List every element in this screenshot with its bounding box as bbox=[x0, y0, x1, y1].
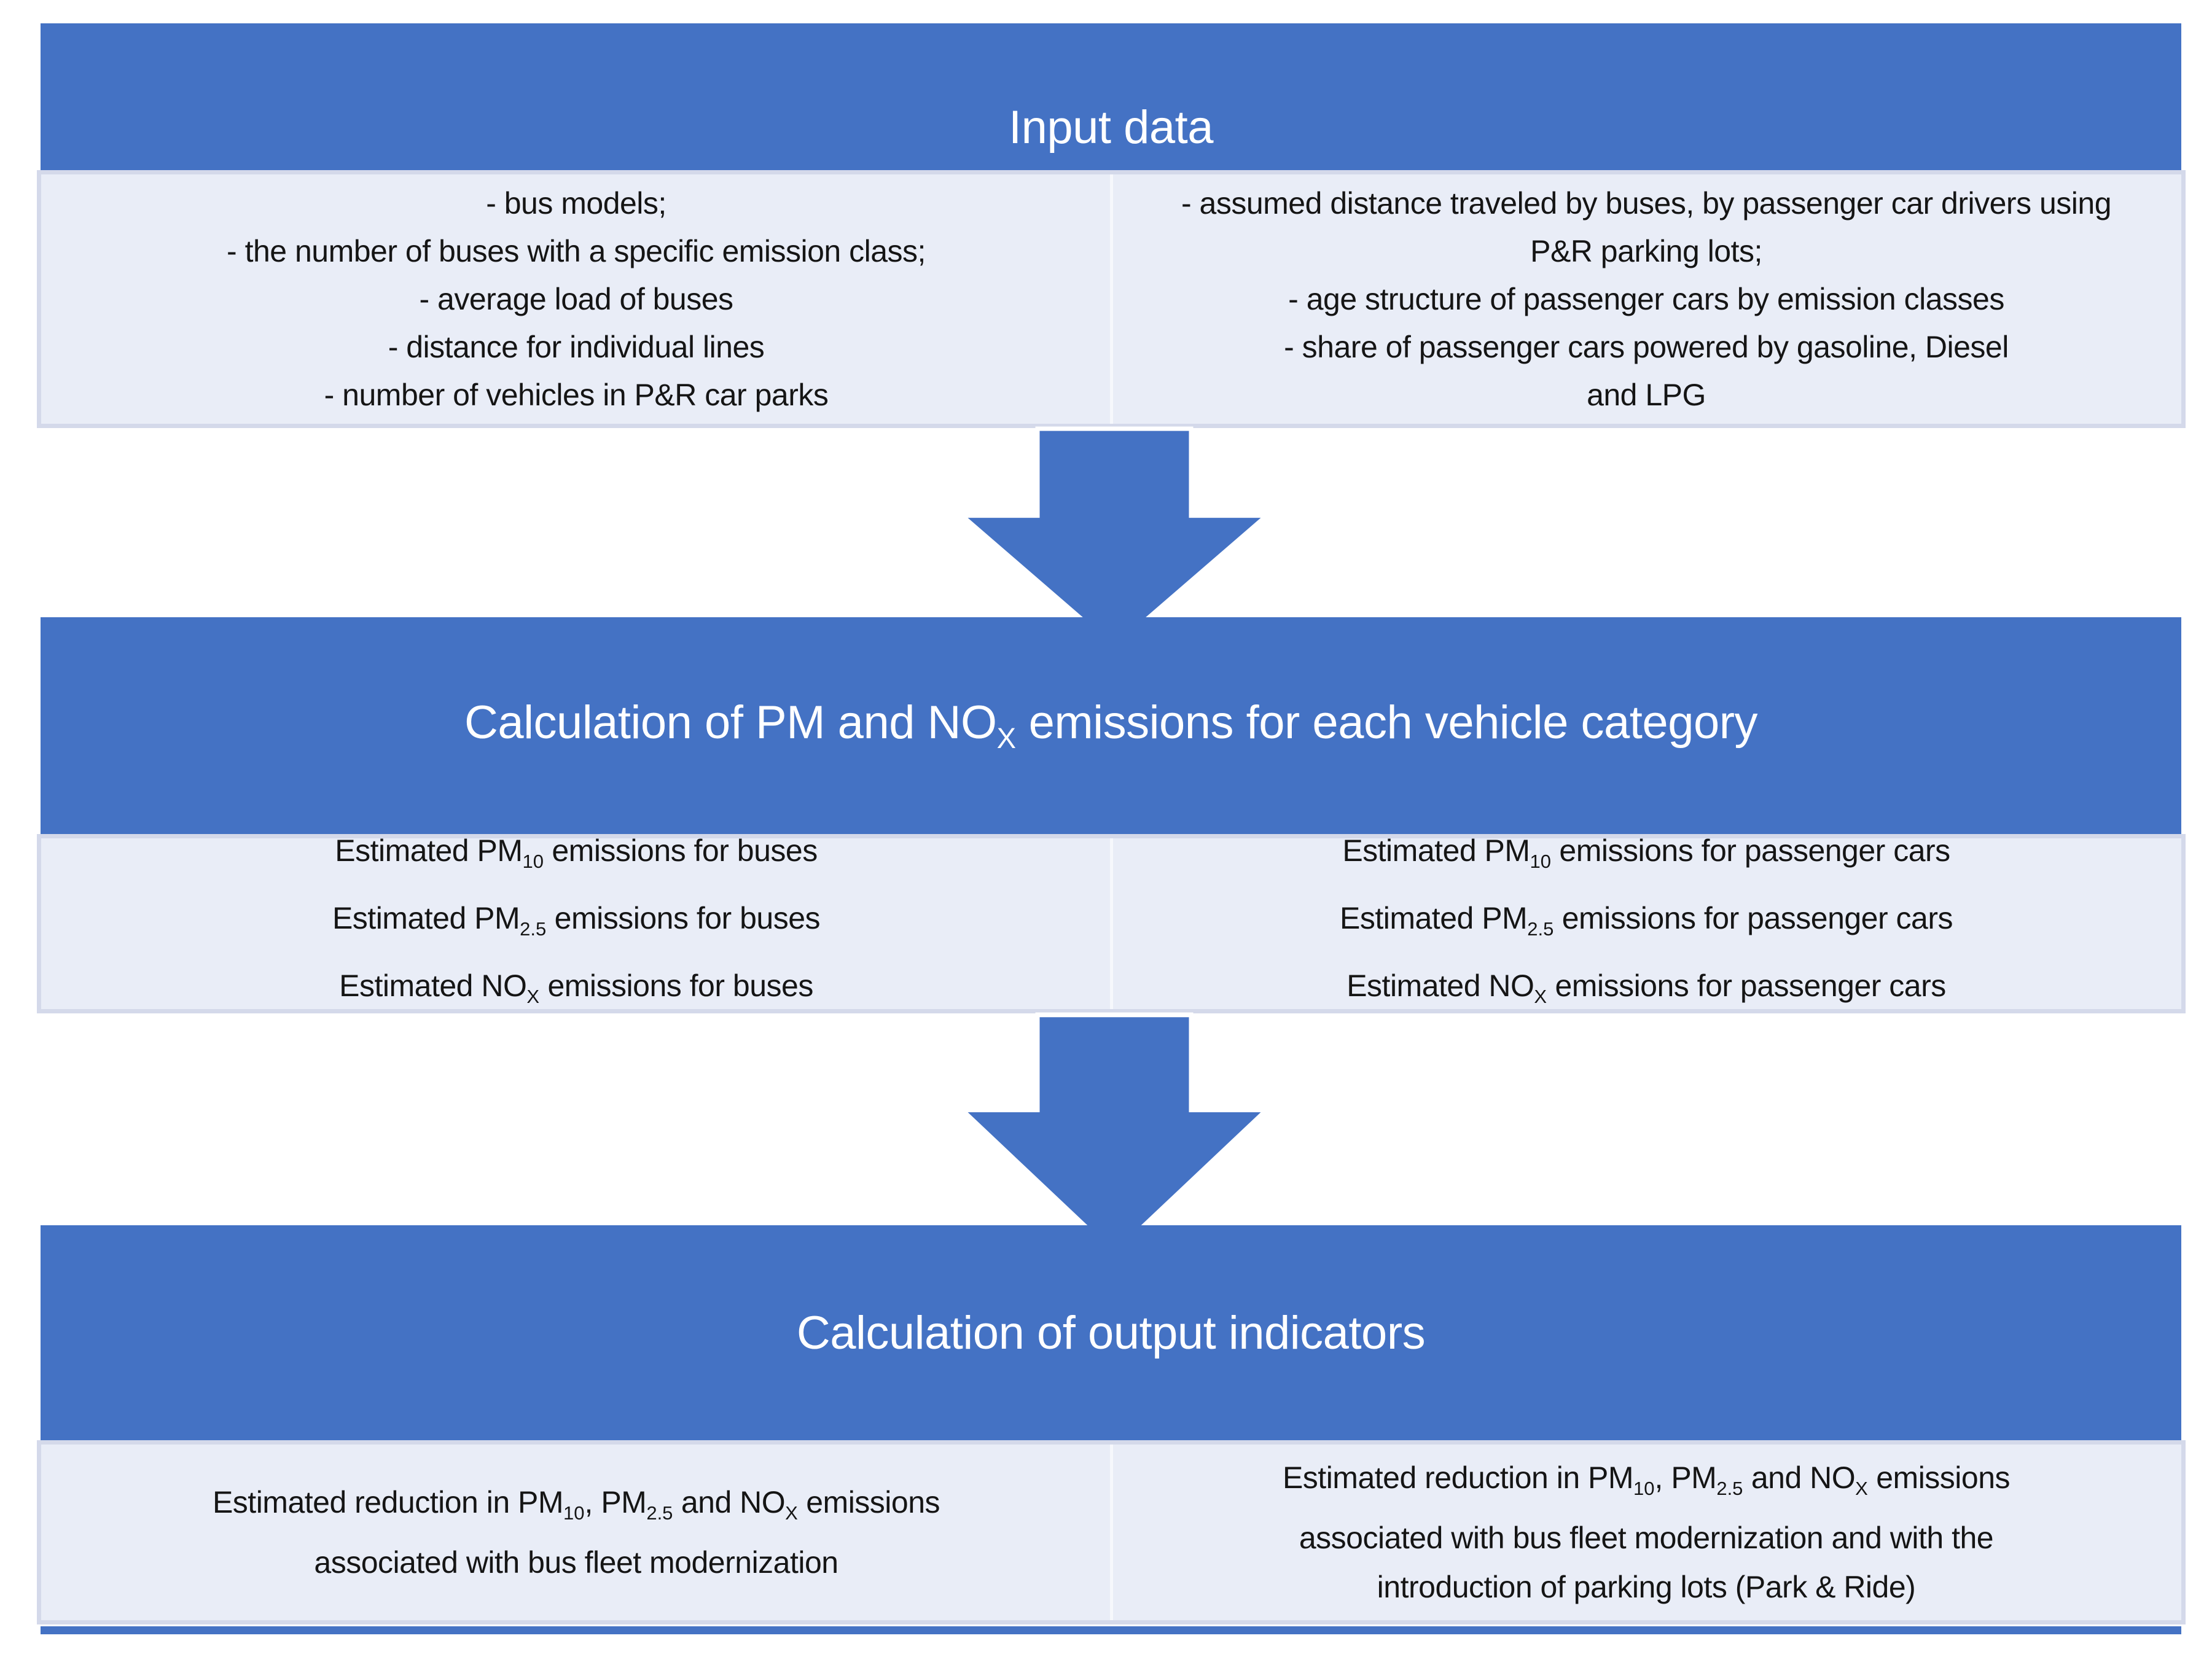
emissions-item: Estimated NOX emissions for passenger ca… bbox=[1346, 969, 1946, 1007]
input-data-row: - bus models; - the number of buses with… bbox=[37, 170, 2186, 428]
emissions-right-cell: Estimated PM10 emissions for passenger c… bbox=[1111, 833, 2181, 1009]
emissions-row: Estimated PM10 emissions for buses Estim… bbox=[37, 833, 2186, 1013]
emissions-title: Calculation of PM and NOX emissions for … bbox=[464, 696, 1758, 755]
output-item: Estimated reduction in PM10, PM2.5 and N… bbox=[212, 1485, 940, 1524]
output-row: Estimated reduction in PM10, PM2.5 and N… bbox=[37, 1440, 2186, 1624]
input-item: - number of vehicles in P&R car parks bbox=[324, 378, 829, 412]
output-right-cell: Estimated reduction in PM10, PM2.5 and N… bbox=[1111, 1445, 2181, 1620]
output-left-cell: Estimated reduction in PM10, PM2.5 and N… bbox=[41, 1445, 1111, 1620]
input-right-cell: - assumed distance traveled by buses, by… bbox=[1111, 174, 2181, 424]
input-item: - age structure of passenger cars by emi… bbox=[1288, 282, 2004, 316]
down-arrow-icon bbox=[956, 1012, 1273, 1257]
down-arrow-icon bbox=[956, 426, 1273, 650]
output-item: Estimated reduction in PM10, PM2.5 and N… bbox=[1282, 1460, 2011, 1499]
output-indicators-header: Calculation of output indicators bbox=[41, 1225, 2181, 1440]
input-item: - average load of buses bbox=[419, 282, 733, 316]
input-item: - distance for individual lines bbox=[388, 330, 765, 364]
emissions-item: Estimated PM10 emissions for passenger c… bbox=[1342, 833, 1950, 872]
input-data-header: Input data bbox=[41, 23, 2181, 170]
input-item: - share of passenger cars powered by gas… bbox=[1284, 330, 2009, 364]
input-item: - assumed distance traveled by buses, by… bbox=[1181, 186, 2112, 220]
input-data-title: Input data bbox=[1008, 101, 1214, 154]
input-item: - the number of buses with a specific em… bbox=[227, 234, 926, 268]
emissions-item: Estimated NOX emissions for buses bbox=[339, 969, 813, 1007]
output-item: associated with bus fleet modernization … bbox=[1299, 1521, 1994, 1555]
bottom-border-bar bbox=[41, 1626, 2181, 1634]
emissions-left-cell: Estimated PM10 emissions for buses Estim… bbox=[41, 833, 1111, 1009]
column-divider bbox=[1110, 1445, 1113, 1620]
emissions-item: Estimated PM2.5 emissions for buses bbox=[332, 901, 821, 940]
output-item: introduction of parking lots (Park & Rid… bbox=[1377, 1570, 1916, 1604]
input-item: - bus models; bbox=[486, 186, 666, 220]
input-left-cell: - bus models; - the number of buses with… bbox=[41, 174, 1111, 424]
column-divider bbox=[1110, 174, 1113, 424]
column-divider bbox=[1110, 838, 1113, 1009]
input-item: P&R parking lots; bbox=[1530, 234, 1762, 268]
emissions-header: Calculation of PM and NOX emissions for … bbox=[41, 617, 2181, 834]
emissions-item: Estimated PM10 emissions for buses bbox=[335, 833, 818, 872]
output-item: associated with bus fleet modernization bbox=[314, 1545, 838, 1580]
output-indicators-title: Calculation of output indicators bbox=[796, 1306, 1426, 1359]
input-item: and LPG bbox=[1587, 378, 1706, 412]
emissions-item: Estimated PM2.5 emissions for passenger … bbox=[1340, 901, 1953, 940]
